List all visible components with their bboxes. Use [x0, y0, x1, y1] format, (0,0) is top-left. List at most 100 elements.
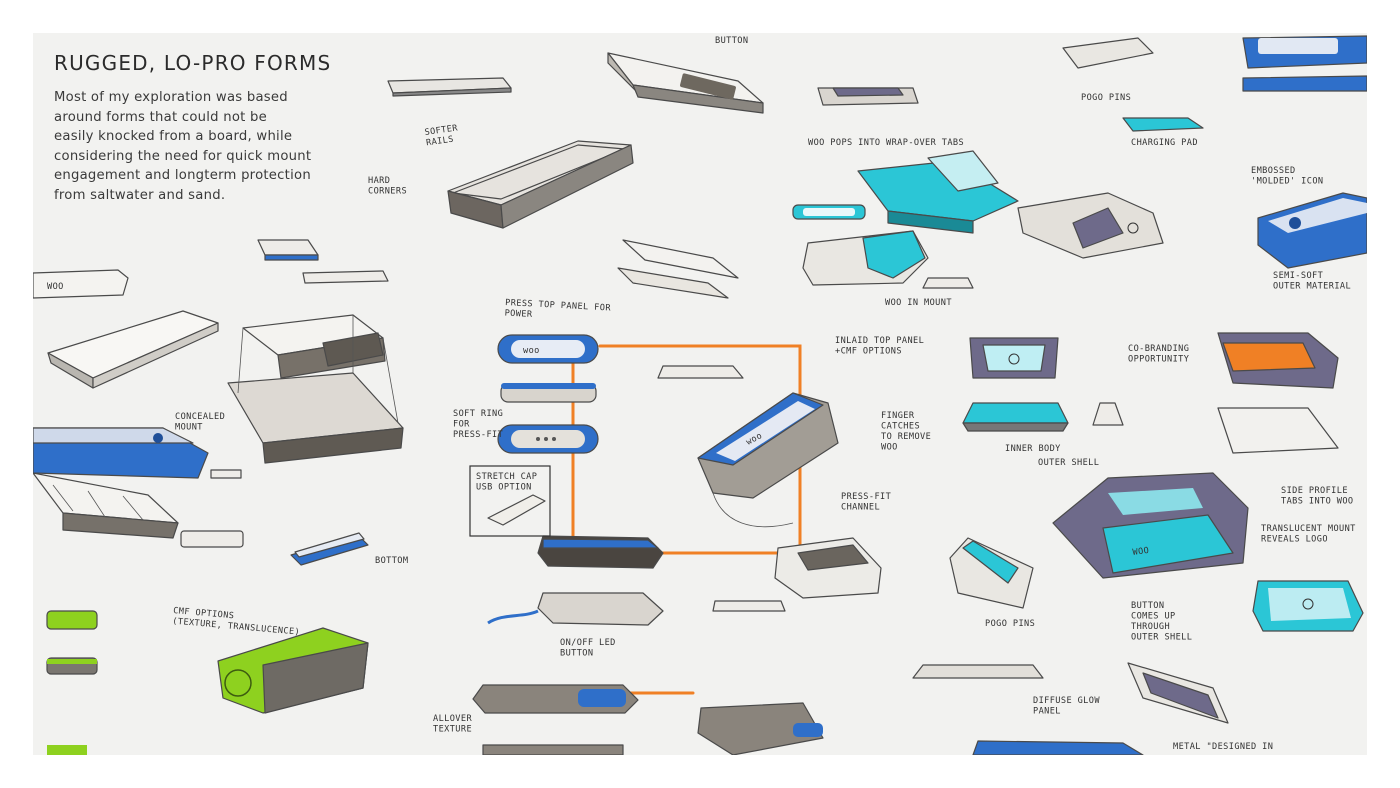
annotation-line: MOUNT: [175, 423, 203, 433]
intro-line: engagement and longterm protection: [54, 168, 311, 183]
annotation-softer-rails: SOFTERRAILS: [424, 123, 460, 148]
sketch-blue-bar-left: [33, 427, 209, 479]
sketch-teal-wrap-tray: [857, 150, 1019, 234]
annotation-line: POGO PINS: [985, 619, 1035, 629]
sketch-illustration: WOO: [33, 35, 1367, 755]
annotation-line: TEXTURE: [433, 725, 472, 735]
sketch-teal-button-shell: [1252, 580, 1364, 632]
annotation-line: STRETCH CAP: [476, 472, 537, 482]
sketch-frame-bar-left: [33, 472, 179, 539]
annotation-line: OPPORTUNITY: [1128, 355, 1190, 365]
sketch-purple-teal-mounts: [962, 337, 1124, 432]
annotation-line: TO REMOVE: [881, 432, 931, 442]
annotation-line: CO-BRANDING: [1128, 344, 1189, 354]
annotation-outer-shell: OUTER SHELL: [1038, 458, 1099, 468]
annotation-line: FOR: [453, 420, 470, 430]
sketch-exploded-mount: [227, 314, 404, 464]
annotation-line: CHANNEL: [841, 503, 880, 513]
annotation-line: HARD: [368, 176, 390, 186]
annotations: BUTTON POGO PINS CHARGING PAD SOFTERRAIL…: [172, 36, 1356, 752]
sketch-stretch-cap-box: [469, 465, 551, 537]
intro-line: easily knocked from a board, while: [54, 129, 293, 144]
annotation-line: SEMI-SOFT: [1273, 271, 1323, 281]
sketch-rails-frame: [447, 140, 634, 229]
sketch-woo-in-mount: [802, 230, 974, 289]
annotation-line: BOTTOM: [375, 556, 408, 566]
annotation-line: CONCEALED: [175, 412, 225, 422]
sketch-textured-bars-bottom: [472, 684, 824, 755]
sketch-teal-small: [792, 204, 866, 220]
annotation-line: SOFT RING: [453, 409, 503, 419]
sketch-blue-embossed: [1257, 192, 1367, 269]
annotation-button-top: BUTTON: [715, 36, 748, 46]
svg-text:WOO: WOO: [47, 282, 64, 292]
intro-line: around forms that could not be: [54, 109, 268, 125]
annotation-line: PRESS-FIT: [841, 492, 891, 502]
sketch-bottom-right-pieces: [912, 662, 1229, 755]
annotation-line: WOO POPS INTO WRAP-OVER TABS: [808, 138, 964, 148]
annotation-pogo-pins-mid: POGO PINS: [985, 619, 1035, 629]
annotation-line: CHARGING PAD: [1131, 138, 1198, 148]
annotation-woo-in-mount: WOO IN MOUNT: [885, 298, 952, 308]
intro-line: from saltwater and sand.: [54, 187, 226, 203]
annotation-pogo-pins-top: POGO PINS: [1081, 93, 1131, 103]
sketch-small-tray: [617, 239, 739, 299]
sketch-board: WOO: [33, 33, 1367, 755]
annotation-line: +CMF OPTIONS: [835, 347, 902, 357]
annotation-line: PANEL: [1033, 707, 1061, 717]
annotation-line: BUTTON: [560, 649, 593, 659]
annotation-line: SOFTER: [424, 123, 459, 138]
annotation-line: BUTTON: [715, 36, 748, 46]
annotation-line: FINGER: [881, 411, 915, 421]
annotation-line: OUTER SHELL: [1131, 633, 1192, 643]
annotation-line: BUTTON: [1131, 601, 1164, 611]
annotation-line: (TEXTURE, TRANSLUCENCE): [172, 616, 301, 637]
sketch-small-blue-clips: [180, 469, 369, 566]
annotation-inner-body: INNER BODY: [1005, 444, 1061, 454]
annotation-line: PRESS-FIT: [453, 430, 503, 440]
annotation-line: TRANSLUCENT MOUNT: [1261, 524, 1356, 534]
annotation-charging-pad: CHARGING PAD: [1131, 138, 1198, 148]
sketch-top-right-objects: [817, 35, 1367, 132]
sketch-large-purple-mount: WOO: [1052, 472, 1249, 579]
sketch-woo-outline-bar: WOO: [33, 269, 129, 299]
annotation-embossed-icon: EMBOSSED'MOLDED' ICON: [1251, 166, 1323, 187]
sketch-long-faceted-bar: [47, 310, 219, 389]
annotation-line: COMES UP: [1131, 612, 1176, 622]
intro-paragraph: Most of my exploration was based around …: [54, 88, 354, 205]
annotation-line: OUTER MATERIAL: [1273, 282, 1351, 292]
sketch-small-top-bars: [257, 239, 389, 284]
annotation-line: RAILS: [425, 135, 454, 149]
annotation-line: ALLOVER: [433, 714, 472, 724]
annotation-inlaid-top-panel: INLAID TOP PANEL+CMF OPTIONS: [835, 336, 924, 357]
annotation-line: ON/OFF LED: [560, 638, 616, 648]
annotation-line: THROUGH: [1131, 622, 1170, 632]
sketch-lime-cmf: [46, 610, 369, 755]
sketch-main-woo: woo: [697, 392, 839, 528]
annotation-line: OUTER SHELL: [1038, 458, 1099, 468]
annotation-line: TABS INTO WOO: [1281, 497, 1353, 507]
annotation-line: CATCHES: [881, 422, 920, 432]
page-title: RUGGED, LO-PRO FORMS: [54, 51, 332, 75]
annotation-line: METAL "DESIGNED IN: [1173, 742, 1273, 752]
intro-line: considering the need for quick mount: [54, 148, 312, 164]
annotation-line: INNER BODY: [1005, 444, 1061, 454]
sketch-small-center-parts: [657, 365, 786, 612]
sketch-center-stack: woo: [487, 334, 664, 626]
annotation-line: SIDE PROFILE: [1281, 486, 1348, 496]
sketch-gray-woo-right: [1017, 192, 1164, 259]
intro-line: Most of my exploration was based: [54, 90, 288, 105]
annotation-line: WOO IN MOUNT: [885, 298, 952, 308]
